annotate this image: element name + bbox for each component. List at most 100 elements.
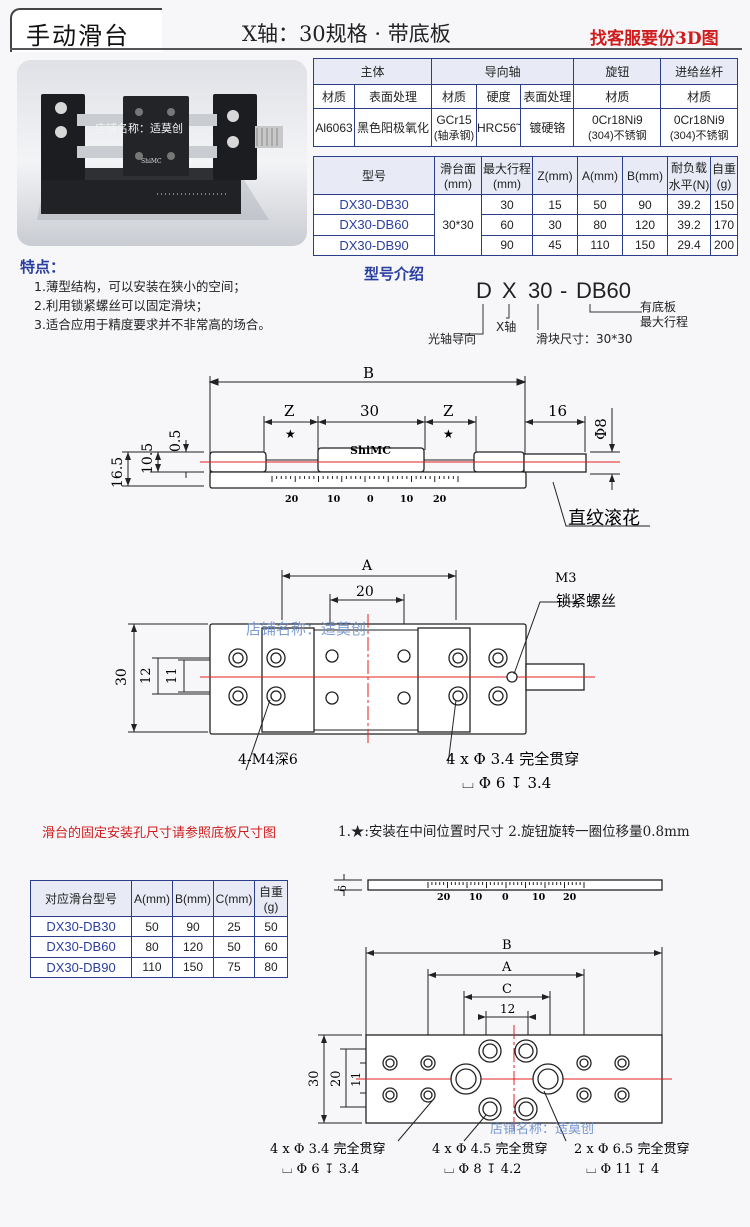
cbore-spec: ⌴ Φ 6 ↧ 3.4 [462,774,551,792]
spec-value: 0Cr18Ni9(304)不锈钢 [660,108,738,147]
label-x-axis: X轴 [496,320,517,334]
spec-sub: 材质 [431,84,477,109]
model-header: 滑台面(mm) [434,156,482,195]
front-scale-label: 20 [433,494,447,505]
base-hole3-cb: ⌴ Φ 11 ↧ 4 [586,1162,659,1177]
base-hole2: 4 x Φ 4.5 完全贯穿 [432,1141,547,1157]
dim-20: 20 [356,584,374,600]
photo-watermark: 店铺名称：适莫创 [95,121,183,135]
model-cell: 90 [481,234,533,257]
spec-sub: 材质 [660,84,738,109]
model-header: 自重(g) [710,156,738,195]
product-photo-art: ShiMC 店铺名称：适莫创 [37,94,283,220]
spec-sub: 材质 [313,84,355,109]
model-cell: 170 [710,214,738,236]
spec-value: Al6063 [313,108,355,147]
base-scale-label: 0 [502,892,509,903]
model-intro-title: 型号介绍 [364,265,425,283]
base-scale-label: 10 [532,892,546,903]
base-watermark: 店铺名称：适莫创 [490,1121,594,1137]
base-scale-ticks [427,882,585,888]
base-cell: 50 [254,915,288,938]
dim-10-5: 10.5 [140,443,156,474]
base-cell: 75 [213,956,255,979]
spec-group-body: 主体 [313,58,432,85]
code-d: D [476,278,492,303]
base-hole2-cb: ⌴ Φ 8 ↧ 4.2 [444,1162,521,1177]
base-dim-12: 12 [500,1002,515,1016]
spec-sub: 表面处理 [354,84,432,109]
m3-label: M3 [555,571,577,586]
base-cell: 25 [213,915,255,938]
base-header: 对应滑台型号 [30,880,132,917]
label-slider: 滑块尺寸：30*30 [536,332,633,346]
product-photo: ShiMC 店铺名称：适莫创 [17,60,307,246]
base-hole1-cb: ⌴ Φ 6 ↧ 3.4 [282,1162,359,1177]
model-cell: 15 [532,193,578,216]
base-dim-h20: 20 [329,1070,344,1087]
model-header: Z(mm) [532,156,578,195]
dim-a: A [361,558,373,574]
base-cell: 110 [131,956,173,979]
dim-0-5: 0.5 [168,430,184,452]
model-cell: 39.2 [667,193,711,216]
star-right: ★ [443,427,454,441]
base-scale-label: 10 [469,892,483,903]
spec-sub: 硬度 [475,84,522,109]
base-dim-b: B [502,938,512,953]
install-note: 滑台的固定安装孔尺寸请参照底板尺寸图 [42,826,277,841]
photo-brand: ShiMC [141,158,162,165]
page-title: 手动滑台 [26,22,130,50]
dim-16-5: 16.5 [110,457,126,488]
front-view-drawing: ShiMC 20 10 0 10 20 B Z 30 Z ★ ★ 16 Φ8 1… [110,364,650,529]
dim-h30: 30 [114,668,130,686]
base-side-view: 6 20 10 0 10 20 [334,874,663,903]
model-name: DX30-DB60 [313,214,435,236]
model-cell: 80 [577,214,623,236]
model-face: 30*30 [434,194,482,256]
find-3d-link[interactable]: 找客服要份3D图 [590,29,719,49]
base-hole3: 2 x Φ 6.5 完全贯穿 [574,1141,689,1157]
spec-value: HRC56˜ [475,108,522,147]
model-table: 型号 滑台面(mm) 最大行程(mm) Z(mm) A(mm) B(mm) 耐负… [313,156,738,257]
dim-h12: 12 [139,667,154,684]
lock-screw-label: 锁紧螺丝 [556,592,616,610]
spec-value: 黑色阳极氧化 [354,108,432,147]
dim-h11: 11 [165,667,180,684]
model-cell: 120 [622,214,668,236]
label-max-stroke: 最大行程 [640,315,689,329]
base-cell: 80 [254,956,288,979]
model-cell: 29.4 [667,234,711,257]
spec-value: GCr15(轴承钢) [431,108,477,147]
spec-value: 0Cr18Ni9(304)不锈钢 [573,108,662,147]
knurl-label: 直纹滚花 [568,508,640,529]
front-scale-label: 0 [367,494,374,505]
spec-title: X轴：30规格 · 带底板 [242,22,451,46]
label-with-base: 有底板 [640,300,677,314]
front-brand: ShiMC [350,444,391,457]
base-hole1: 4 x Φ 3.4 完全贯穿 [270,1141,385,1157]
model-name: DX30-DB30 [313,193,435,216]
base-dim-h11: 11 [349,1072,363,1087]
m4-label: 4-M4深6 [238,752,298,768]
dim-16: 16 [548,402,567,420]
model-cell: 200 [710,234,738,257]
spec-group-knob: 旋钮 [573,58,662,85]
model-header: B(mm) [622,156,668,195]
base-cell: 150 [172,956,214,979]
dim-h6: 6 [336,885,349,892]
base-header: B(mm) [172,880,214,917]
base-table: 对应滑台型号 A(mm) B(mm) C(mm) 自重(g) DX30-DB30… [30,880,288,979]
spec-group-guide: 导向轴 [430,58,575,85]
feature-item: 2.利用锁紧螺丝可以固定滑块； [34,298,209,313]
code-x: X [502,278,517,303]
base-cell: 90 [172,915,214,938]
feature-item: 1.薄型结构，可以安装在狭小的空间； [34,279,246,294]
base-scale-label: 20 [563,892,577,903]
front-scale-label: 20 [285,494,299,505]
code-db60: DB60 [576,278,632,303]
model-header: 最大行程(mm) [481,156,533,195]
dim-z-right: Z [443,402,453,420]
title-tab: 手动滑台 [10,8,162,52]
code-dash: - [560,278,568,303]
